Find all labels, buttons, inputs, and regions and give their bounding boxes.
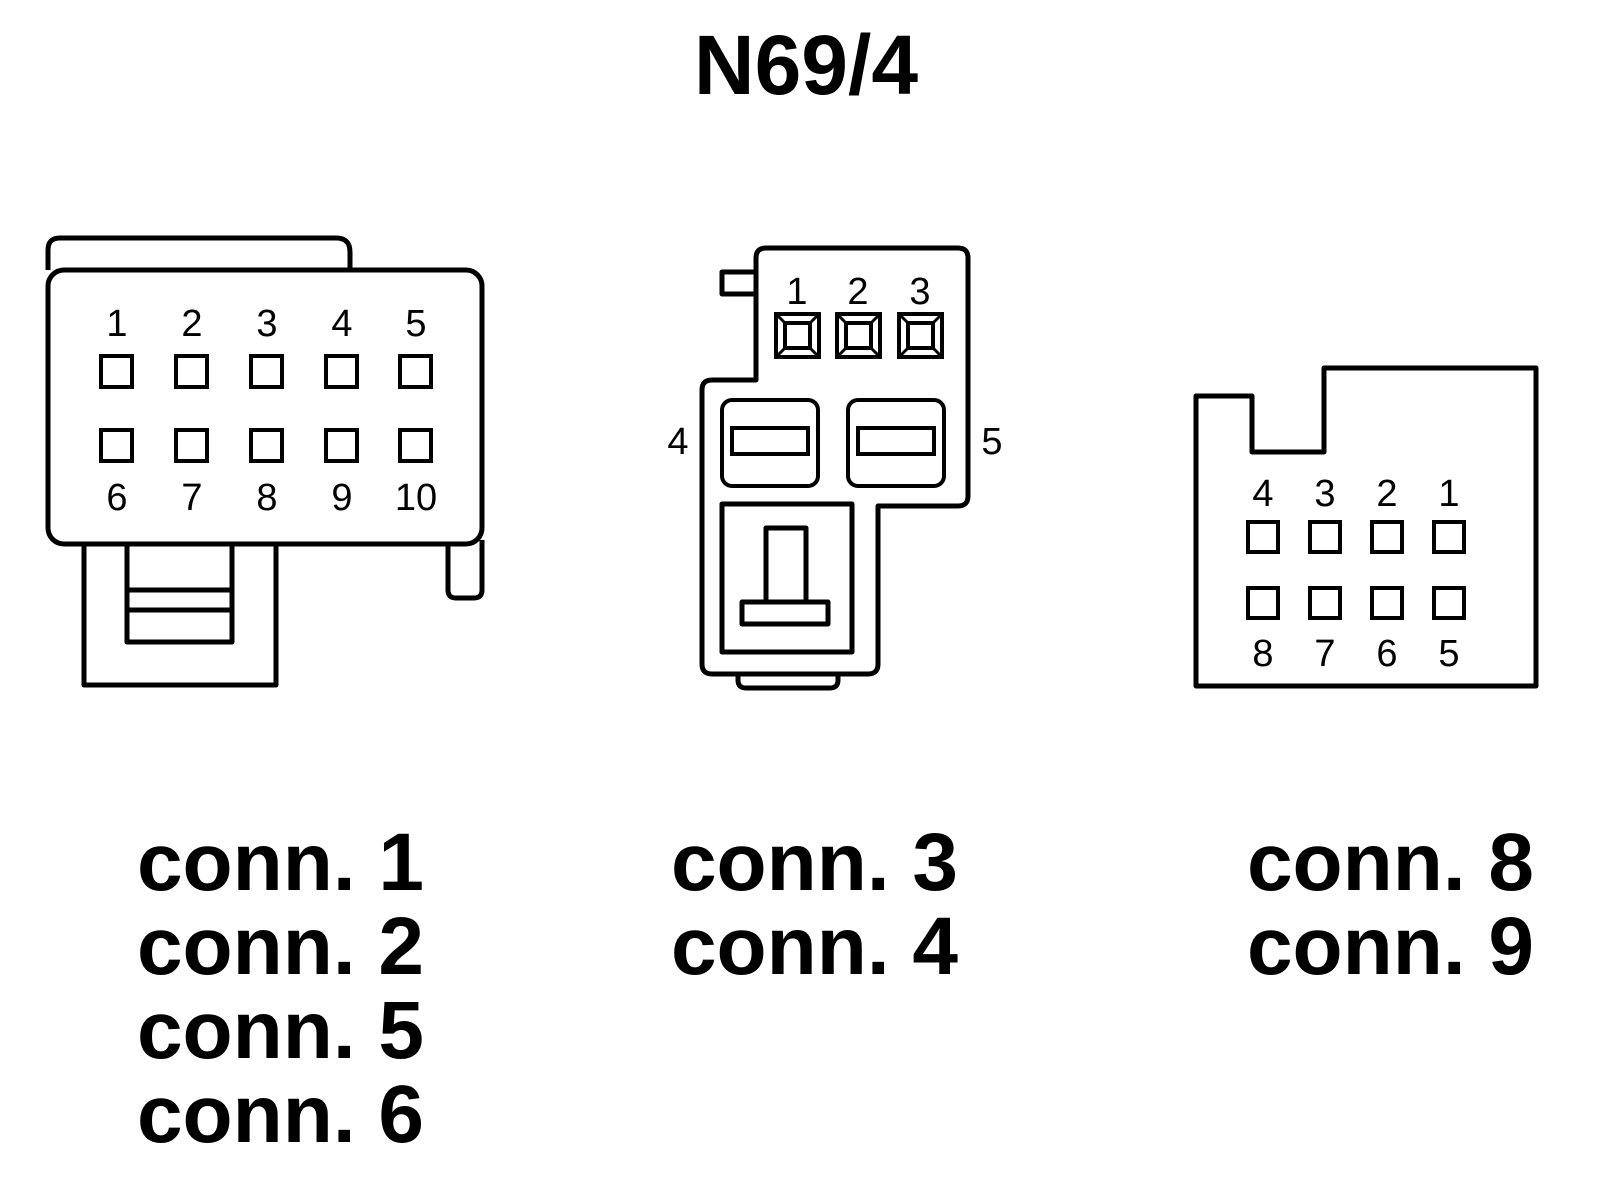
pin-number: 2 bbox=[847, 271, 868, 313]
pin-square bbox=[1370, 586, 1404, 620]
connector-label: conn. 2 bbox=[137, 901, 424, 992]
pin-number: 5 bbox=[1438, 633, 1459, 675]
pin-number: 8 bbox=[256, 477, 277, 519]
pin-number: 4 bbox=[331, 303, 352, 345]
pin-square bbox=[249, 354, 284, 389]
pin-square bbox=[99, 428, 134, 463]
connector-b-labels: conn. 3 conn. 4 bbox=[671, 817, 958, 992]
pin-number: 10 bbox=[395, 477, 437, 519]
pin-square bbox=[835, 312, 882, 359]
pin-number: 1 bbox=[786, 271, 807, 313]
pin-number: 2 bbox=[1376, 473, 1397, 515]
pin-number: 8 bbox=[1252, 633, 1273, 675]
pin-number: 4 bbox=[667, 421, 688, 463]
pin-square bbox=[1308, 586, 1342, 620]
pin-square bbox=[1432, 586, 1466, 620]
pin-square bbox=[1246, 520, 1280, 554]
pin-square bbox=[774, 312, 821, 359]
pin-square bbox=[249, 428, 284, 463]
pin-square bbox=[1246, 586, 1280, 620]
connector-label: conn. 5 bbox=[137, 985, 424, 1076]
pin-number: 3 bbox=[256, 303, 277, 345]
pin-square bbox=[398, 354, 433, 389]
pin-number: 1 bbox=[1438, 473, 1459, 515]
pin-square bbox=[99, 354, 134, 389]
pin-square bbox=[174, 354, 209, 389]
connector-c: 4 3 2 1 8 7 6 5 bbox=[1193, 365, 1539, 689]
connector-c-labels: conn. 8 conn. 9 bbox=[1247, 817, 1534, 992]
connector-label: conn. 9 bbox=[1247, 901, 1534, 992]
blade-pin bbox=[720, 398, 820, 488]
connector-b: 1 2 3 4 5 bbox=[667, 245, 1003, 691]
pin-number: 5 bbox=[981, 421, 1002, 463]
diagram-title: N69/4 bbox=[694, 18, 918, 112]
pin-number: 2 bbox=[181, 303, 202, 345]
pin-number: 4 bbox=[1252, 473, 1273, 515]
pin-number: 7 bbox=[181, 477, 202, 519]
connector-label: conn. 1 bbox=[137, 817, 424, 908]
pin-square bbox=[1432, 520, 1466, 554]
pin-number: 6 bbox=[1376, 633, 1397, 675]
pin-square bbox=[174, 428, 209, 463]
connector-label: conn. 4 bbox=[671, 901, 958, 992]
pin-number: 7 bbox=[1314, 633, 1335, 675]
pin-square bbox=[398, 428, 433, 463]
pin-number: 9 bbox=[331, 477, 352, 519]
pin-number: 3 bbox=[909, 271, 930, 313]
pin-number: 5 bbox=[405, 303, 426, 345]
connector-label: conn. 8 bbox=[1247, 817, 1534, 908]
connector-label: conn. 3 bbox=[671, 817, 958, 908]
pin-number: 1 bbox=[106, 303, 127, 345]
connector-label: conn. 6 bbox=[137, 1069, 424, 1160]
pin-square bbox=[324, 428, 359, 463]
pin-number: 6 bbox=[106, 477, 127, 519]
connector-a-labels: conn. 1 conn. 2 conn. 5 conn. 6 bbox=[137, 817, 424, 1160]
pin-square bbox=[324, 354, 359, 389]
blade-pin bbox=[846, 398, 946, 488]
pin-square bbox=[1308, 520, 1342, 554]
connector-a: 1 2 3 4 5 6 7 8 9 10 bbox=[45, 235, 485, 688]
pin-square bbox=[1370, 520, 1404, 554]
pin-number: 3 bbox=[1314, 473, 1335, 515]
pin-square bbox=[897, 312, 944, 359]
